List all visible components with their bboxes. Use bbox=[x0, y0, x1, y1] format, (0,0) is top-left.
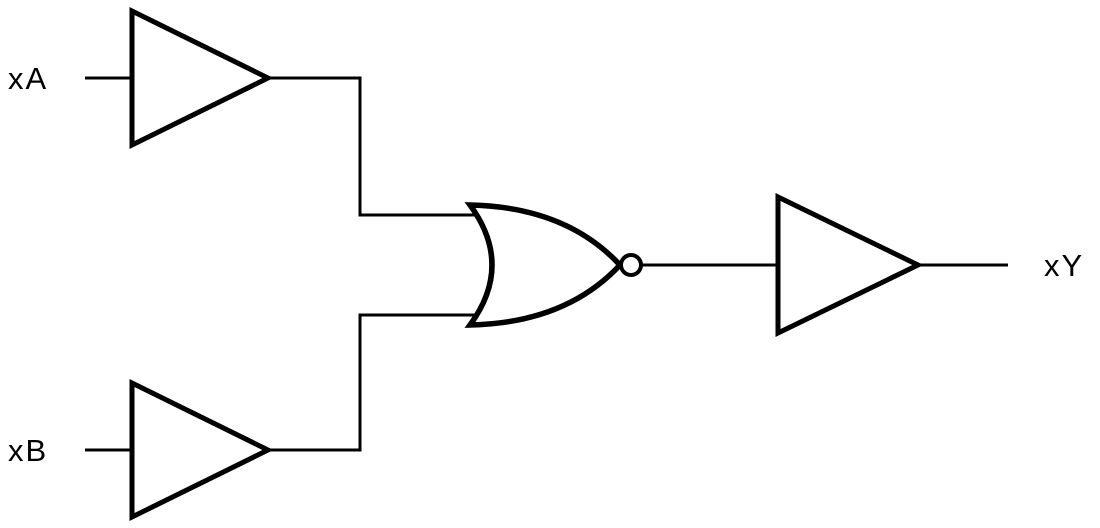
output-label: xY bbox=[1044, 248, 1084, 283]
nor-inversion-bubble-icon bbox=[619, 253, 643, 277]
wire-buffer-b-to-nor bbox=[266, 313, 480, 452]
input-a-label: xA bbox=[8, 61, 48, 96]
circuit-strokes bbox=[85, 6, 1008, 522]
buffer-gate-b-icon bbox=[129, 378, 274, 522]
input-b-label: xB bbox=[8, 433, 48, 468]
nor-gate-icon bbox=[464, 202, 624, 328]
buffer-gate-output-icon bbox=[775, 193, 924, 337]
buffer-gate-a-icon bbox=[129, 6, 274, 150]
wire-buffer-a-to-nor bbox=[266, 76, 480, 217]
